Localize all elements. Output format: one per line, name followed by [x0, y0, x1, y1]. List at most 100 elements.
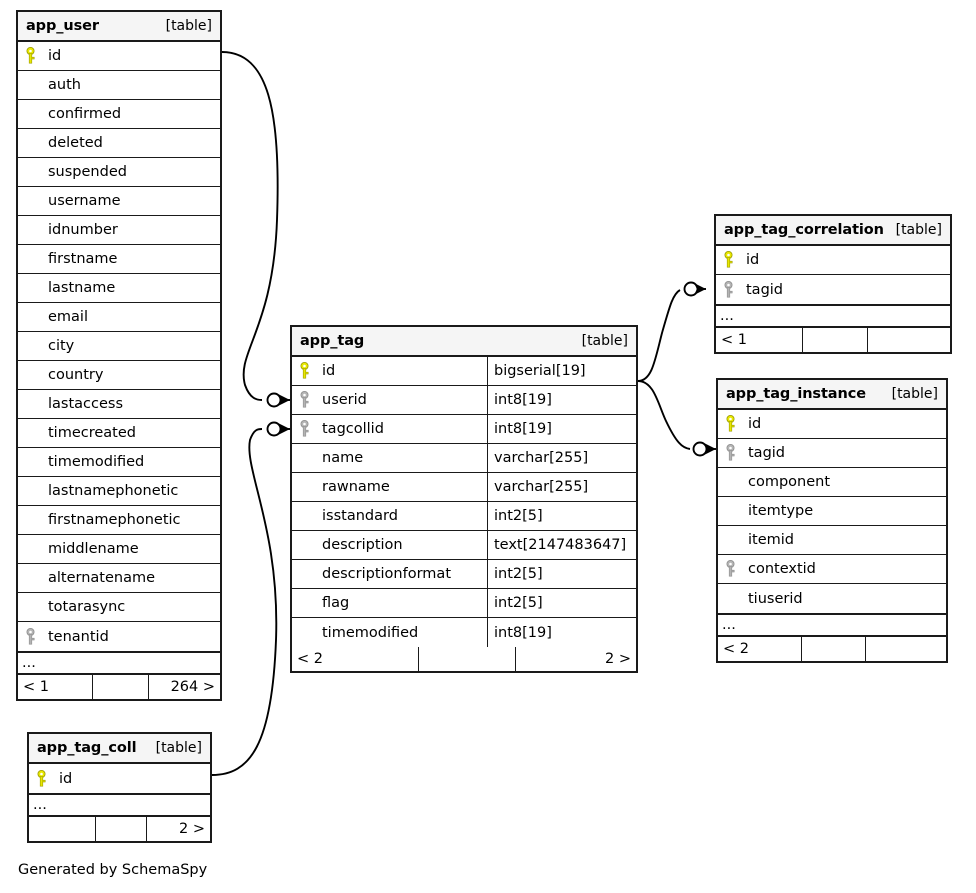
column-name: id — [48, 48, 62, 64]
column-row[interactable]: id — [18, 42, 220, 71]
column-row[interactable]: username — [18, 187, 220, 216]
column-name: id — [59, 770, 73, 787]
column-row[interactable]: itemtype — [718, 497, 946, 526]
column-row[interactable]: component — [718, 468, 946, 497]
column-row[interactable]: isstandard int2[5] — [292, 502, 636, 531]
column-type: int8[19] — [494, 392, 552, 408]
column-row[interactable]: description text[2147483647] — [292, 531, 636, 560]
column-name: suspended — [48, 164, 127, 180]
more-columns-indicator: ... — [18, 651, 220, 675]
foreign-key-icon — [718, 444, 740, 462]
column-row[interactable]: alternatename — [18, 564, 220, 593]
table-kind-label: [table] — [895, 222, 942, 238]
column-name: userid — [314, 386, 488, 414]
column-name: lastname — [48, 280, 116, 296]
column-row[interactable]: confirmed — [18, 100, 220, 129]
table-title: app_tag — [300, 333, 365, 349]
more-columns-indicator: ... — [718, 613, 946, 637]
column-name: timemodified — [314, 618, 488, 647]
primary-key-icon — [29, 769, 51, 788]
generator-credit: Generated by SchemaSpy — [18, 862, 208, 878]
column-row[interactable]: tagid — [716, 275, 950, 304]
column-name: auth — [48, 77, 81, 93]
table-kind-label: [table] — [155, 740, 202, 756]
column-row[interactable]: firstnamephonetic — [18, 506, 220, 535]
footer-middle — [419, 647, 516, 671]
primary-key-icon — [292, 362, 314, 380]
edge-app-user-to-app-tag — [221, 51, 279, 401]
column-row[interactable]: idnumber — [18, 216, 220, 245]
column-row[interactable]: lastname — [18, 274, 220, 303]
column-row[interactable]: timecreated — [18, 419, 220, 448]
column-row[interactable]: suspended — [18, 158, 220, 187]
column-row[interactable]: city — [18, 332, 220, 361]
table-footer: < 2 2 > — [292, 647, 636, 671]
column-name: idnumber — [48, 222, 118, 238]
column-row[interactable]: lastaccess — [18, 390, 220, 419]
column-type: text[2147483647] — [494, 537, 627, 553]
column-row[interactable]: totarasync — [18, 593, 220, 622]
footer-middle — [803, 328, 869, 352]
column-name: country — [48, 367, 104, 383]
column-row[interactable]: descriptionformat int2[5] — [292, 560, 636, 589]
column-row[interactable]: id — [29, 764, 210, 793]
column-name: itemtype — [748, 503, 814, 519]
table-footer: < 1 — [716, 328, 950, 352]
column-row[interactable]: deleted — [18, 129, 220, 158]
column-row[interactable]: middlename — [18, 535, 220, 564]
table-node-app-tag-coll[interactable]: app_tag_coll [table] id ... 2 > — [27, 732, 212, 843]
column-type: varchar[255] — [494, 479, 589, 495]
column-name: component — [748, 474, 831, 490]
column-row[interactable]: itemid — [718, 526, 946, 555]
column-name: isstandard — [314, 502, 488, 530]
column-type: int2[5] — [494, 566, 543, 582]
column-row[interactable]: tenantid — [18, 622, 220, 651]
column-name: alternatename — [48, 570, 156, 586]
column-row[interactable]: id — [718, 410, 946, 439]
table-header: app_tag_correlation [table] — [716, 216, 950, 246]
column-name: email — [48, 309, 88, 325]
column-row[interactable]: timemodified — [18, 448, 220, 477]
column-name: descriptionformat — [314, 560, 488, 588]
column-name: timecreated — [48, 425, 136, 441]
column-name: tenantid — [48, 628, 109, 645]
column-name: city — [48, 338, 75, 354]
column-row[interactable]: id — [716, 246, 950, 275]
footer-outgoing-count: 264 > — [170, 679, 215, 695]
primary-key-icon — [18, 47, 40, 65]
column-row[interactable]: auth — [18, 71, 220, 100]
column-name: tagcollid — [314, 415, 488, 443]
foreign-key-icon — [718, 560, 740, 578]
foreign-key-icon — [716, 280, 738, 299]
column-name: confirmed — [48, 106, 122, 122]
column-name: description — [314, 531, 488, 559]
column-row[interactable]: country — [18, 361, 220, 390]
table-footer: < 2 — [718, 637, 946, 661]
column-row[interactable]: tiuserid — [718, 584, 946, 613]
column-name: tiuserid — [748, 590, 803, 607]
column-row[interactable]: lastnamephonetic — [18, 477, 220, 506]
column-row[interactable]: firstname — [18, 245, 220, 274]
column-type: int2[5] — [494, 595, 543, 611]
column-name: timemodified — [48, 454, 145, 470]
column-row[interactable]: tagid — [718, 439, 946, 468]
column-row[interactable]: userid int8[19] — [292, 386, 636, 415]
table-kind-label: [table] — [165, 18, 212, 34]
footer-incoming-count: < 1 — [18, 675, 93, 699]
column-row[interactable]: email — [18, 303, 220, 332]
column-name: lastnamephonetic — [48, 483, 179, 499]
column-row[interactable]: contextid — [718, 555, 946, 584]
column-type: int2[5] — [494, 508, 543, 524]
